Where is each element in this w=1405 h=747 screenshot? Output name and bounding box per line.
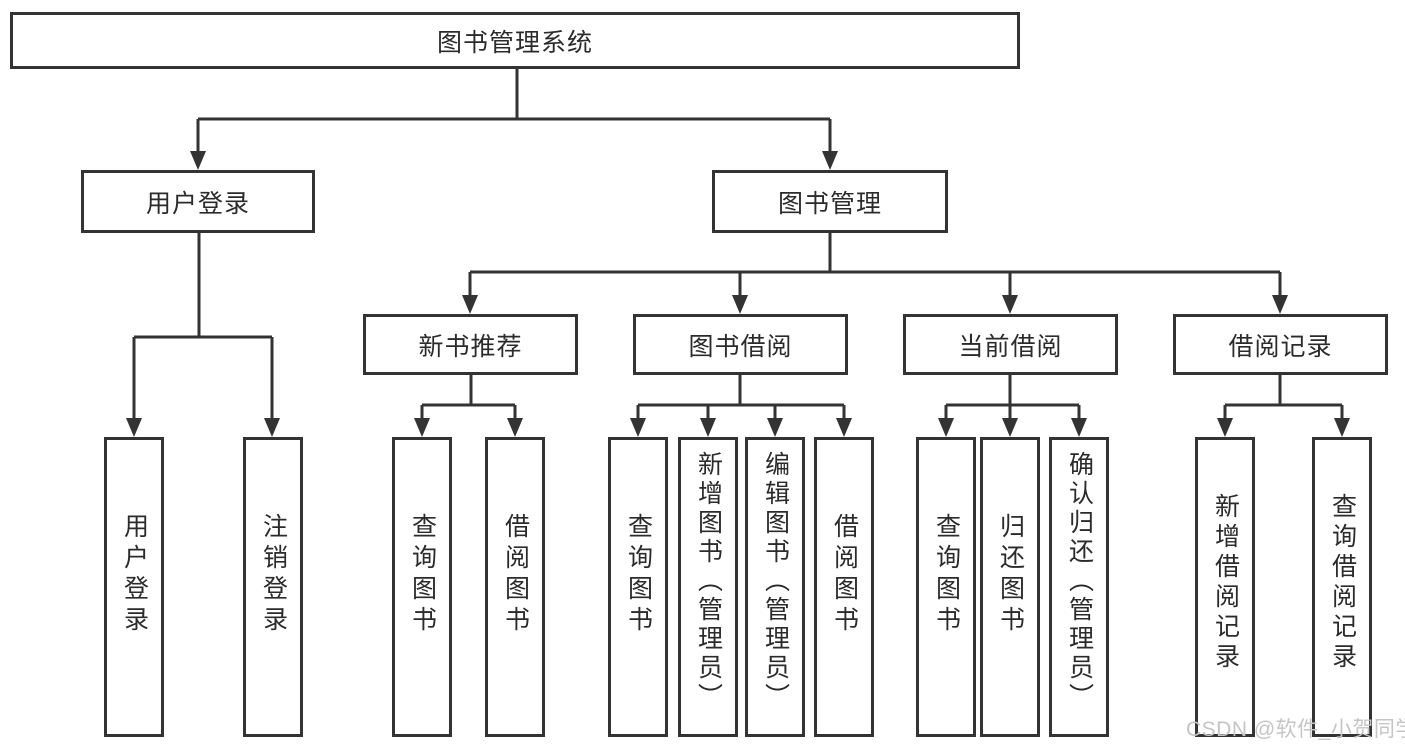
leaf-nb-borrow-books-label: 借阅图书 <box>501 513 530 637</box>
leaf-bb-add-books-admin-label: 新增图书（管理员） <box>694 450 723 712</box>
leaf-br-query-record-label: 查询借阅记录 <box>1328 493 1357 673</box>
leaf-user-login-label: 用户登录 <box>120 513 149 637</box>
watermark: CSDN @软件_小贺同学 <box>1186 718 1405 741</box>
leaf-bb-edit-books-admin-label: 编辑图书（管理员） <box>761 450 790 712</box>
leaf-bb-query-books-label: 查询图书 <box>624 513 653 637</box>
node-current-borrowing: 当前借阅 <box>903 314 1118 375</box>
node-book-borrowing-label: 图书借阅 <box>688 332 793 361</box>
leaf-cb-confirm-return-admin: 确认归还（管理员） <box>1049 437 1109 737</box>
node-book-management: 图书管理 <box>712 170 948 233</box>
leaf-br-add-record: 新增借阅记录 <box>1195 437 1255 737</box>
node-new-book-recommend-label: 新书推荐 <box>418 332 523 361</box>
node-root-label: 图书管理系统 <box>436 28 593 57</box>
node-book-management-label: 图书管理 <box>777 189 882 218</box>
leaf-cb-return-books: 归还图书 <box>980 437 1040 737</box>
leaf-br-add-record-label: 新增借阅记录 <box>1211 493 1240 673</box>
leaf-nb-query-books: 查询图书 <box>392 437 452 737</box>
node-borrowing-records: 借阅记录 <box>1173 314 1388 375</box>
node-book-borrowing: 图书借阅 <box>633 314 848 375</box>
leaf-nb-query-books-label: 查询图书 <box>408 513 437 637</box>
leaf-bb-borrow-books: 借阅图书 <box>814 437 874 737</box>
leaf-br-query-record: 查询借阅记录 <box>1312 437 1372 737</box>
leaf-cb-query-books: 查询图书 <box>916 437 976 737</box>
leaf-cb-confirm-return-admin-label: 确认归还（管理员） <box>1065 450 1094 712</box>
leaf-bb-edit-books-admin: 编辑图书（管理员） <box>745 437 805 737</box>
node-borrowing-records-label: 借阅记录 <box>1228 332 1333 361</box>
node-root: 图书管理系统 <box>10 12 1020 69</box>
node-new-book-recommend: 新书推荐 <box>363 314 578 375</box>
leaf-cb-return-books-label: 归还图书 <box>996 513 1025 637</box>
node-current-borrowing-label: 当前借阅 <box>958 332 1063 361</box>
leaf-bb-borrow-books-label: 借阅图书 <box>830 513 859 637</box>
leaf-bb-query-books: 查询图书 <box>608 437 668 737</box>
leaf-bb-add-books-admin: 新增图书（管理员） <box>678 437 738 737</box>
leaf-logout-label: 注销登录 <box>259 513 288 637</box>
leaf-nb-borrow-books: 借阅图书 <box>485 437 545 737</box>
node-user-login: 用户登录 <box>81 170 315 233</box>
arrowhead-icons <box>126 151 1350 437</box>
leaf-cb-query-books-label: 查询图书 <box>932 513 961 637</box>
leaf-user-login: 用户登录 <box>104 437 164 737</box>
node-user-login-label: 用户登录 <box>145 189 250 218</box>
leaf-logout: 注销登录 <box>243 437 303 737</box>
